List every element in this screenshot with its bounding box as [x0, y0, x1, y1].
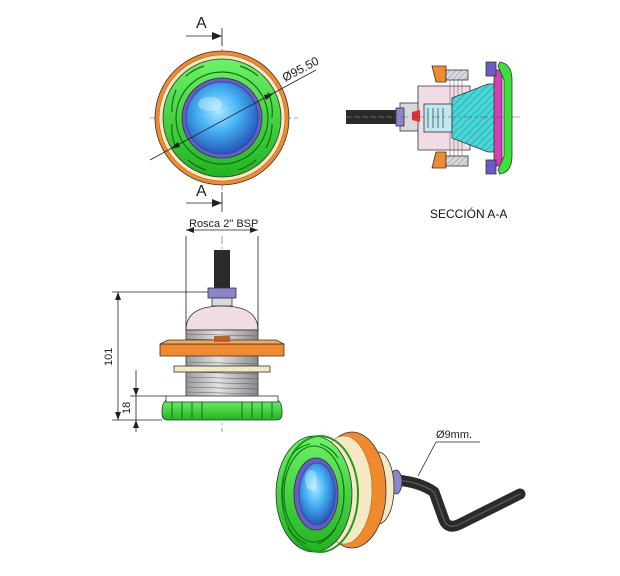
diameter-dim-text: Ø95.50 — [280, 54, 322, 85]
front-lens — [185, 81, 259, 155]
iso-green-slots — [281, 443, 345, 545]
section-letter-top: A — [196, 15, 207, 32]
side-cream-washer — [173, 365, 271, 373]
diameter-arrow-2 — [264, 93, 274, 100]
section-red-connector — [412, 110, 420, 122]
side-pink-dome — [185, 305, 259, 331]
side-orange-nut — [159, 343, 285, 357]
side-green-flange — [161, 399, 283, 421]
front-green-ring-slots — [171, 65, 273, 171]
section-letter-bottom: A — [196, 183, 207, 200]
iso-lens — [298, 462, 336, 526]
side-green-ribs — [171, 402, 273, 418]
front-view: Ø95.50 A A — [149, 15, 322, 212]
section-cable — [346, 110, 408, 124]
section-view: SECCIÓN A-A — [346, 61, 520, 221]
height-total-text: 101 — [103, 348, 115, 366]
section-arrow-bottom-head — [212, 199, 222, 207]
side-cable — [214, 250, 230, 288]
cable-dim-leader — [417, 441, 437, 477]
section-title: SECCIÓN A-A — [430, 206, 507, 221]
section-orange-nut-top — [431, 65, 447, 83]
side-gland — [207, 287, 237, 299]
section-green-ring — [497, 61, 513, 175]
section-orange-nut-bottom — [431, 151, 447, 169]
diameter-arrow-1 — [170, 142, 180, 149]
iso-view: Ø9mm. — [275, 429, 526, 553]
front-lens-highlight — [198, 97, 222, 111]
thread-dim-text: Rosca 2" BSP — [189, 218, 258, 230]
side-view: Rosca 2" BSP 101 18 — [103, 218, 285, 432]
section-arrow-top-head — [212, 32, 222, 40]
section-magenta-bezel — [493, 69, 503, 167]
cable-dim-text: Ø9mm. — [436, 429, 472, 441]
height-flange-text: 18 — [121, 402, 133, 414]
